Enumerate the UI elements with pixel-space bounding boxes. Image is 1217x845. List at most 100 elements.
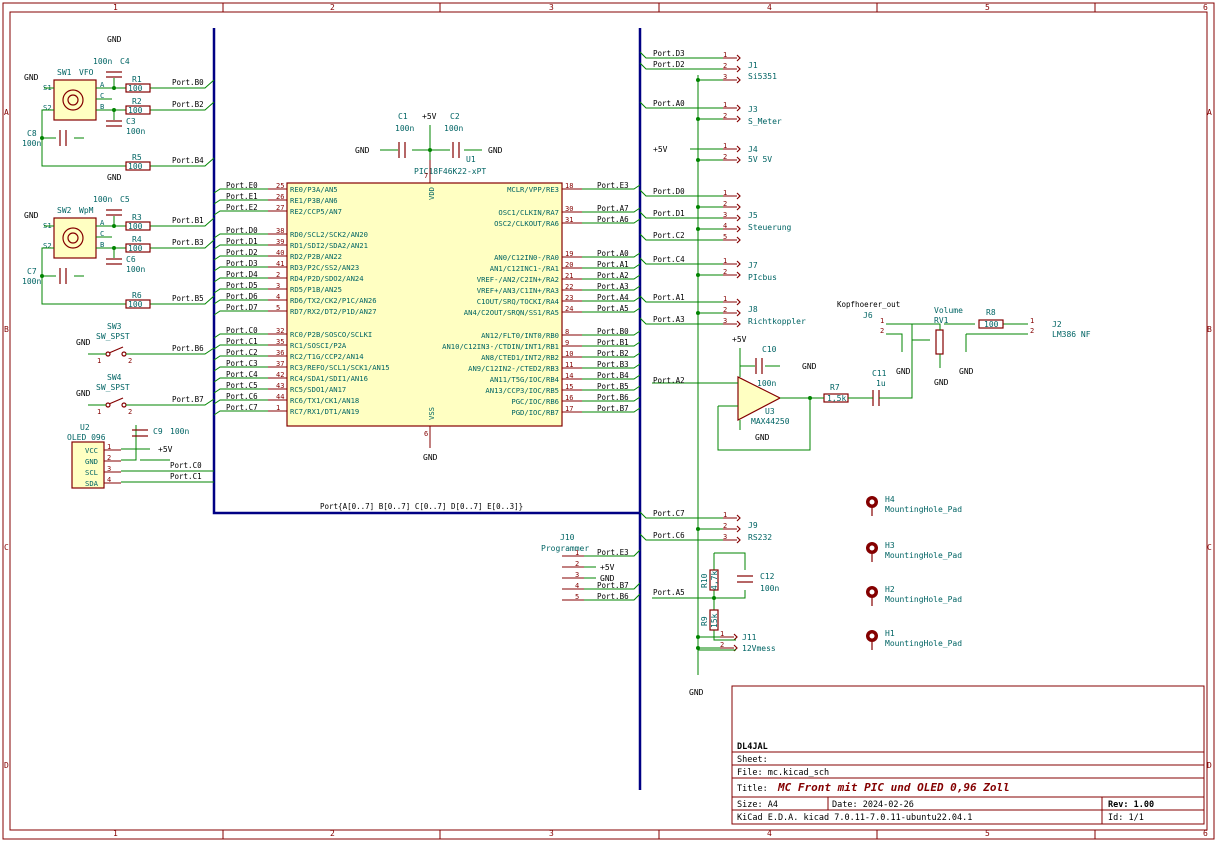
mcu-left-net: Port.C4	[226, 370, 258, 379]
r9-ref: R9	[700, 616, 709, 626]
mcu-value: PIC18F46K22-xPT	[414, 167, 486, 176]
connector-pin-num: 2	[723, 153, 727, 161]
connector-pin-num: 2	[723, 306, 727, 314]
rv1-gnd: GND	[934, 378, 949, 387]
connector-net: Port.D3	[653, 49, 685, 58]
c1-val: 100n	[395, 124, 414, 133]
mcu-vss-num: 6	[424, 430, 428, 438]
mcu-left-pin-num: 36	[276, 349, 284, 357]
net-a2: Port.A2	[653, 376, 685, 385]
mcu-left-pin-name: RD2/P2B/AN22	[290, 252, 342, 261]
mcu-left-net: Port.D3	[226, 259, 258, 268]
connector-value: S_Meter	[748, 117, 782, 126]
prog-pin-num: 4	[575, 582, 579, 590]
mcu-right-pin-num: 14	[565, 372, 573, 380]
mcu-right-pin-name: VREF+/AN3/C1IN+/RA3	[477, 286, 559, 295]
encoder-pin-b: B	[100, 240, 104, 249]
prog-pin-num: 1	[575, 549, 579, 557]
mcu-right-net: Port.B7	[597, 404, 629, 413]
oled-value: OLED 096	[67, 433, 106, 442]
connector-pin-num: 2	[723, 200, 727, 208]
connector-ref: J5	[748, 211, 758, 220]
decoup-gnd-right: GND	[488, 146, 503, 155]
connector-value: 12Vmess	[742, 644, 776, 653]
mcu-right-pin-name: C1OUT/SRQ/TOCKI/RA4	[477, 297, 559, 306]
connector-pin-num: 2	[723, 62, 727, 70]
mcu-left-net: Port.C7	[226, 403, 258, 412]
mcu-left-net: Port.E2	[226, 203, 258, 212]
connector-pin-num: 3	[723, 533, 727, 541]
col-mark-top: 4	[767, 3, 772, 12]
c9-ref: C9	[153, 427, 163, 436]
switch-gnd: GND	[76, 389, 91, 398]
mcu-right-pin-name: AN1/C12INC1-/RA1	[490, 264, 559, 273]
connector-value: Steuerung	[748, 223, 792, 232]
c12-ref: C12	[760, 572, 775, 581]
j6-pin1: 1	[880, 317, 884, 325]
mcu-right-pin-name: OSC1/CLKIN/RA7	[498, 208, 559, 217]
resistor-ref: R3	[132, 213, 142, 222]
mcu-right-net: Port.A4	[597, 293, 629, 302]
rail-gnd: GND	[689, 688, 704, 697]
oled-pin-name: SCL	[85, 468, 98, 477]
prog-power: +5V	[600, 563, 615, 572]
mcu-left-pin-name: RD4/P2D/SDO2/AN24	[290, 274, 364, 283]
r10-ref: R10	[700, 573, 709, 588]
connector-pin-num: 1	[723, 101, 727, 109]
connector-net: Port.C7	[653, 509, 685, 518]
oled-5v: +5V	[158, 445, 173, 454]
tb-sheet: Sheet:	[737, 755, 768, 765]
encoder-net-b: Port.B3	[172, 238, 204, 247]
col-mark-bottom: 2	[330, 829, 335, 838]
resistor-value: 100	[128, 244, 143, 253]
encoder-net-b: Port.B2	[172, 100, 204, 109]
mcu-right-pin-num: 17	[565, 405, 573, 413]
c10-gnd: GND	[802, 362, 817, 371]
mcu-right-pin-num: 22	[565, 283, 573, 291]
encoder-gnd-top: GND	[107, 35, 122, 44]
connector-value: Si5351	[748, 72, 777, 81]
mcu-right-pin-name: AN0/C12IN0-/RA0	[494, 253, 559, 262]
tb-date: Date: 2024-02-26	[832, 800, 914, 810]
row-mark-right: D	[1207, 761, 1212, 770]
connector-ref: J1	[748, 61, 758, 70]
mcu-left-pin-name: RD3/P2C/SS2/AN23	[290, 263, 359, 272]
tb-company: DL4JAL	[737, 742, 768, 752]
mcu-right-pin-name: AN9/C12IN2-/CTED2/RB3	[468, 364, 559, 373]
j2-pin2: 2	[1030, 327, 1034, 335]
prog-pin-num: 3	[575, 571, 579, 579]
mounting-hole-ref: H2	[885, 585, 895, 594]
encoder-pin-b: B	[100, 102, 104, 111]
tb-title: MC Front mit PIC und OLED 0,96 Zoll	[777, 781, 1010, 794]
connector-net: Port.C2	[653, 231, 685, 240]
c1-ref: C1	[398, 112, 408, 121]
mcu-left-pin-name: RC1/SOSCI/P2A	[290, 341, 347, 350]
encoder-value: WpM	[79, 206, 94, 215]
rv1-ref: RV1	[934, 316, 949, 325]
cap-top-ref: C4	[120, 57, 130, 66]
encoder-gnd-left: GND	[24, 73, 39, 82]
mounting-hole-value: MountingHole_Pad	[885, 595, 962, 604]
connector-ref: J4	[748, 145, 758, 154]
connector-value: RS232	[748, 533, 772, 542]
connector-ref: J11	[742, 633, 757, 642]
mcu-left-net: Port.C2	[226, 348, 258, 357]
oled-pin-num: 2	[107, 454, 111, 462]
mcu-left-net: Port.D1	[226, 237, 258, 246]
mcu-left-pin-num: 43	[276, 382, 284, 390]
mcu-right-pin-name: AN4/C2OUT/SRQN/SS1/RA5	[464, 308, 559, 317]
mcu-left-net: Port.C3	[226, 359, 258, 368]
col-mark-top: 6	[1203, 3, 1208, 12]
mcu-right-pin-name: AN13/CCP3/IOC/RB5	[485, 386, 559, 395]
oled-net-sda: Port.C1	[170, 472, 202, 481]
mcu-left-pin-name: RC6/TX1/CK1/AN18	[290, 396, 359, 405]
mcu-vss-name: VSS	[427, 407, 436, 420]
encoder-pin-a: A	[100, 218, 105, 227]
mcu-left-net: Port.D4	[226, 270, 258, 279]
net-a5: Port.A5	[653, 588, 685, 597]
prog-net: Port.E3	[597, 548, 629, 557]
mcu-left-pin-name: RD1/SDI2/SDA2/AN21	[290, 241, 368, 250]
resistor-value: 100	[128, 84, 143, 93]
